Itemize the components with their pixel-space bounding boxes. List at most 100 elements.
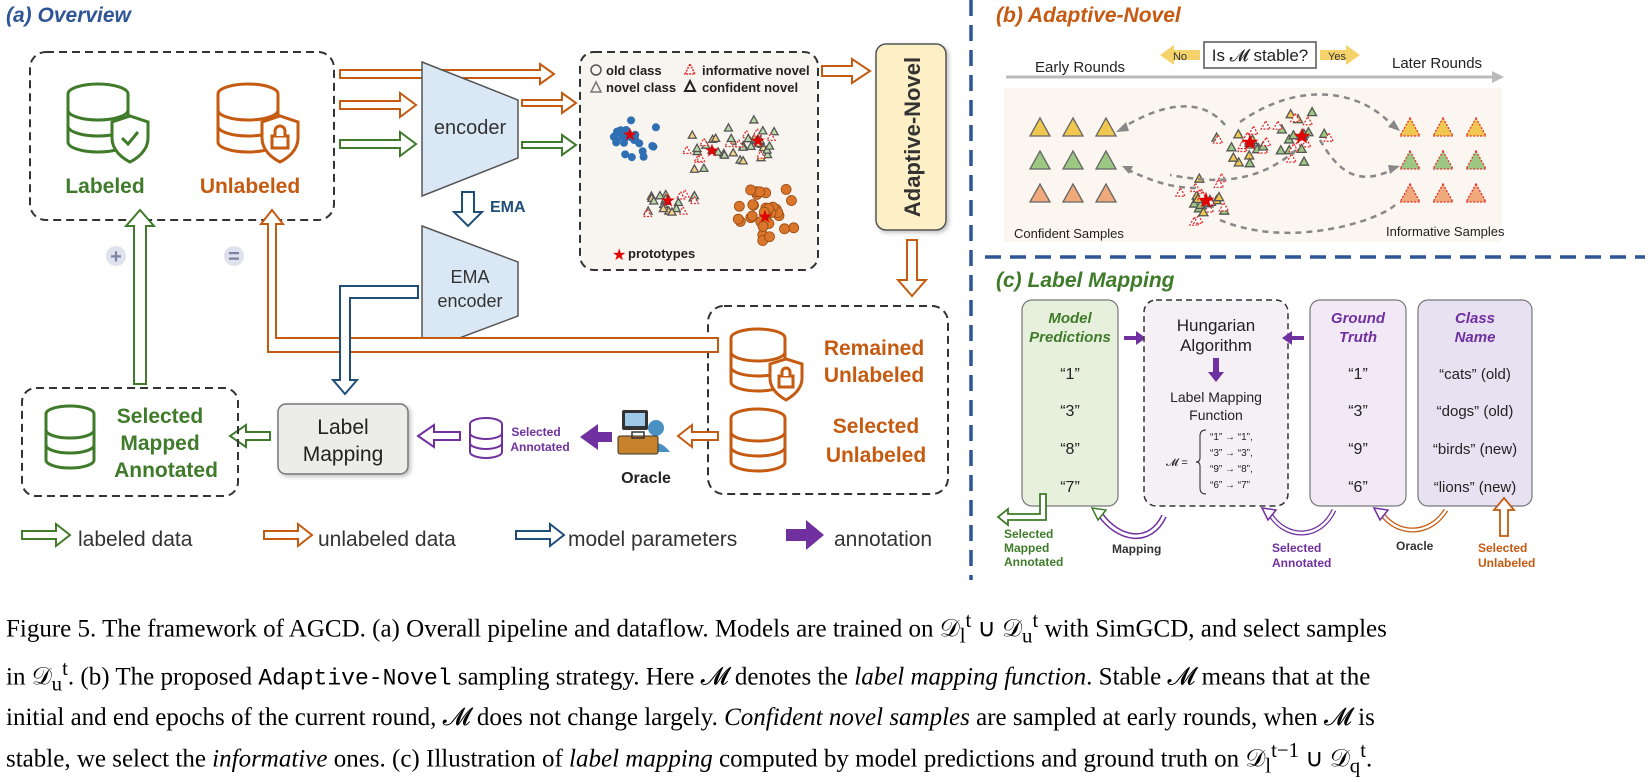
informative-sample-point xyxy=(1174,186,1187,197)
novel-sample-point xyxy=(1195,199,1207,210)
novel-sample-point xyxy=(1306,106,1318,117)
class-name-item: “birds” (new) xyxy=(1433,441,1517,458)
sma-database-icon xyxy=(44,404,96,470)
c-selected-annotated-2: Annotated xyxy=(1272,556,1331,570)
prediction-item: “8” xyxy=(1060,441,1080,458)
informative-sample-point xyxy=(1218,201,1230,212)
prototype-star: ★ xyxy=(622,124,638,144)
informative-novel-point xyxy=(677,205,689,215)
ema-encoder-label-1: EMA xyxy=(450,267,489,287)
arrow-hungarian-to-lmf xyxy=(1208,358,1224,382)
caption-text: stable, we select the xyxy=(6,744,213,772)
old-class-point xyxy=(649,142,658,151)
selected-annotated-label-2: Annotated xyxy=(510,440,569,454)
figure-caption: Figure 5. The framework of AGCD. (a) Ove… xyxy=(6,604,1646,782)
oracle-curve-inner xyxy=(1380,509,1448,532)
arrow-to-adaptive-novel xyxy=(821,57,872,85)
novel-sample-point xyxy=(1227,151,1239,162)
no-label: No xyxy=(1173,51,1187,63)
novel-sample-point xyxy=(1233,156,1245,167)
informative-sample-point xyxy=(1204,195,1216,206)
informative-samples-grid xyxy=(1398,116,1488,203)
caption-italic: informative xyxy=(212,744,328,772)
novel-class-point xyxy=(698,162,709,173)
labeled-database-icon xyxy=(66,82,150,164)
plus-badge xyxy=(106,246,126,266)
mapping-row: “3” → “3”, xyxy=(1210,448,1253,459)
arrow-remained-to-unlabeled xyxy=(258,208,719,353)
oracle-icon xyxy=(617,410,670,455)
arrow-encoder-out-labeled xyxy=(521,133,578,157)
old-class-point xyxy=(612,138,621,147)
informative-sample-point xyxy=(1288,142,1300,153)
novel-class-point xyxy=(748,114,759,124)
prediction-item: “3” xyxy=(1060,403,1080,420)
prototype-legend-star: ★ xyxy=(612,247,626,264)
arrow-sma-to-labeled xyxy=(123,208,157,385)
hungarian-label-1: Hungarian xyxy=(1177,316,1255,335)
legend-confident-novel: confident novel xyxy=(702,80,798,95)
model-predictions-title-1: Model xyxy=(1048,310,1092,327)
novel-class-point xyxy=(654,190,666,200)
remained-unlabeled-database-icon xyxy=(729,327,804,402)
split-box xyxy=(707,305,949,495)
caption-sub: u xyxy=(1022,623,1033,648)
caption-line-2: in 𝒟ut. (b) The proposed Adaptive-Novel … xyxy=(6,652,1646,700)
c-sma-label-1: Selected xyxy=(1004,527,1053,541)
caption-text: . (b) The proposed xyxy=(67,663,259,691)
novel-sample-point xyxy=(1213,191,1225,202)
old-class-point xyxy=(754,186,766,198)
caption-text: ∪ 𝒟 xyxy=(1299,744,1350,772)
yes-arrow xyxy=(1320,45,1360,65)
ground-truth-item: “3” xyxy=(1348,403,1368,420)
caption-sub: u xyxy=(51,671,63,696)
no-arrow xyxy=(1160,45,1200,65)
novel-sample-point xyxy=(1197,206,1209,217)
novel-class-point xyxy=(768,126,780,136)
legend-model-arrow xyxy=(515,521,566,549)
old-class-point xyxy=(745,184,757,196)
caption-text: in 𝒟 xyxy=(6,663,52,691)
prototype-star: ★ xyxy=(757,206,773,226)
informative-novel-point xyxy=(695,152,706,163)
novel-class-point xyxy=(660,193,671,203)
ema-encoder-label-2: encoder xyxy=(437,291,502,311)
prototype-star: ★ xyxy=(1292,124,1312,149)
prototype-star: ★ xyxy=(660,190,676,210)
equals-badge xyxy=(224,246,244,266)
c-oracle-label: Oracle xyxy=(1396,539,1434,553)
arrow-ema-to-label-mapping xyxy=(330,285,419,396)
old-class-point xyxy=(623,132,632,141)
stability-question: Is 𝓜 stable? xyxy=(1212,46,1309,65)
oracle-label: Oracle xyxy=(621,470,671,487)
caption-text: ∪ 𝒟 xyxy=(971,615,1023,643)
hungarian-label-2: Algorithm xyxy=(1180,336,1252,355)
later-rounds-label: Later Rounds xyxy=(1392,55,1482,72)
arrow-groundtruth-to-hungarian xyxy=(1282,331,1304,345)
old-class-point xyxy=(627,116,636,125)
panel-b-title: (b) Adaptive-Novel xyxy=(996,4,1182,27)
old-class-point xyxy=(780,184,792,195)
arrow-labeled-to-encoder xyxy=(339,130,418,158)
arrow-adaptive-to-split xyxy=(895,239,929,298)
legend-labeled-arrow xyxy=(21,521,72,549)
adaptive-novel-box xyxy=(875,43,947,231)
novel-sample-point xyxy=(1296,142,1308,154)
legend-novel-class: novel class xyxy=(606,80,676,95)
informative-sample-point xyxy=(1203,202,1215,213)
caption-sub: l xyxy=(959,623,966,648)
panel-b-scatter: ★★★ xyxy=(1174,106,1335,226)
informative-sample xyxy=(1464,182,1488,203)
informative-sample-point xyxy=(1247,124,1260,135)
informative-sample xyxy=(1398,116,1422,137)
novel-class-point xyxy=(658,203,669,213)
informative-sample-point xyxy=(1260,136,1272,147)
labeled-label: Labeled xyxy=(65,175,144,198)
encoder-label: encoder xyxy=(434,117,507,139)
novel-sample-point xyxy=(1287,129,1300,140)
arrow-unlabeled-to-encoder xyxy=(339,91,418,119)
novel-class-point xyxy=(723,122,734,132)
informative-sample-point xyxy=(1260,119,1272,130)
novel-class-point xyxy=(728,147,739,157)
informative-sample xyxy=(1431,116,1455,137)
